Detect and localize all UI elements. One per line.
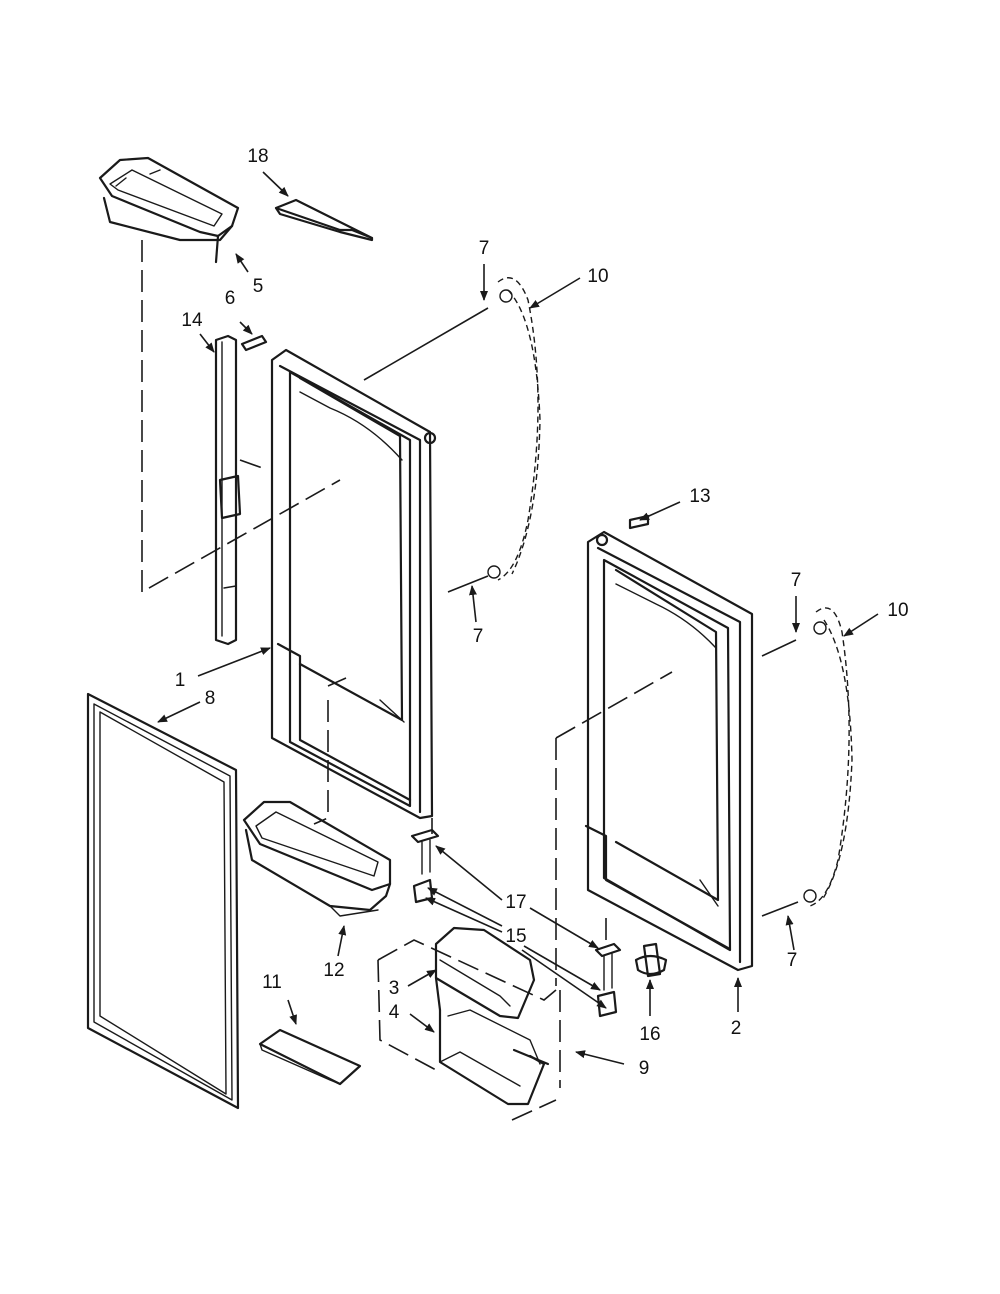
guide-lines <box>141 240 799 1121</box>
left-handle-part <box>487 277 541 581</box>
callout-13: 13 <box>689 486 710 507</box>
callout-7-lower-right: 7 <box>787 950 798 971</box>
door-bin-upper-part <box>98 156 240 264</box>
left-door-part <box>270 348 437 820</box>
callout-3: 3 <box>389 978 400 999</box>
small-tray-part <box>274 198 374 242</box>
door-gasket-part <box>86 692 240 1110</box>
callout-18: 18 <box>247 146 268 167</box>
right-handle-part <box>803 607 853 907</box>
callout-2: 2 <box>731 1018 742 1039</box>
callout-5: 5 <box>253 276 264 297</box>
hinge-strip-part <box>214 334 268 646</box>
callout-17: 17 <box>505 892 526 913</box>
callout-15: 15 <box>505 926 526 947</box>
callout-10-right: 10 <box>887 600 908 621</box>
hinge-pin-right-part <box>594 942 622 1018</box>
small-tray-lower-part <box>258 1028 362 1086</box>
callout-9: 9 <box>639 1058 650 1079</box>
callout-6: 6 <box>225 288 236 309</box>
callout-labels: 18 5 6 14 7 10 1 8 7 13 7 10 7 2 12 11 1… <box>175 146 909 1079</box>
callout-7-upper-left: 7 <box>479 238 490 259</box>
callout-7-lower-left: 7 <box>473 626 484 647</box>
callout-10-left: 10 <box>587 266 608 287</box>
door-bin-lower-part <box>242 800 392 917</box>
right-door-part <box>584 530 754 972</box>
callout-4: 4 <box>389 1002 400 1023</box>
callout-7-upper-right: 7 <box>791 570 802 591</box>
leader-arrows <box>157 171 879 1065</box>
callout-16: 16 <box>639 1024 660 1045</box>
callout-11: 11 <box>262 972 282 993</box>
callout-1: 1 <box>175 670 186 691</box>
callout-14: 14 <box>181 310 203 331</box>
callout-8: 8 <box>205 688 216 709</box>
dairy-compartment-part <box>434 926 550 1106</box>
bushing-part <box>634 942 668 978</box>
callout-12: 12 <box>323 960 344 981</box>
